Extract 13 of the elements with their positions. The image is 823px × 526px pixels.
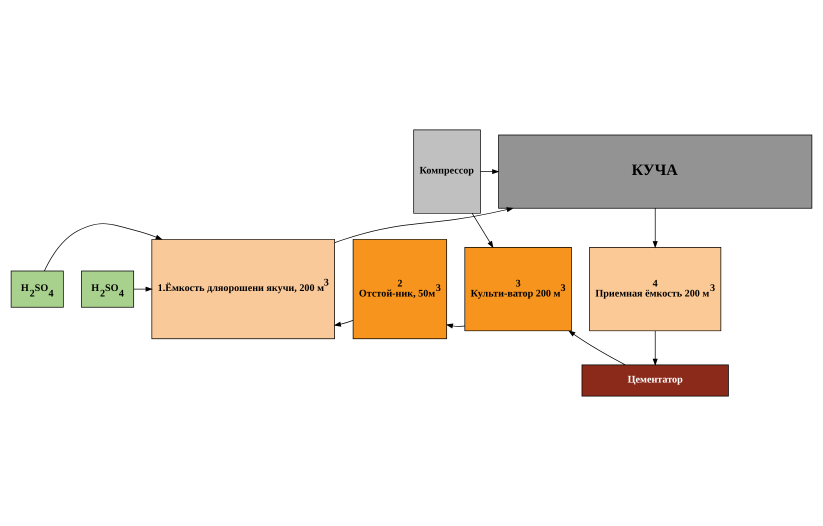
arrow: [652, 208, 658, 248]
arrow: [480, 169, 500, 174]
node-box: Цементатор: [582, 364, 729, 396]
arrow: [568, 330, 626, 366]
arrow: [334, 207, 514, 243]
arrow: [44, 223, 163, 272]
node-box: КУЧА: [498, 134, 812, 209]
node-box: Компрессор: [413, 130, 481, 214]
arrow: [133, 286, 153, 292]
arrow: [446, 324, 465, 328]
arrow: [652, 330, 658, 366]
arrow: [334, 320, 354, 327]
arrow: [472, 213, 494, 248]
